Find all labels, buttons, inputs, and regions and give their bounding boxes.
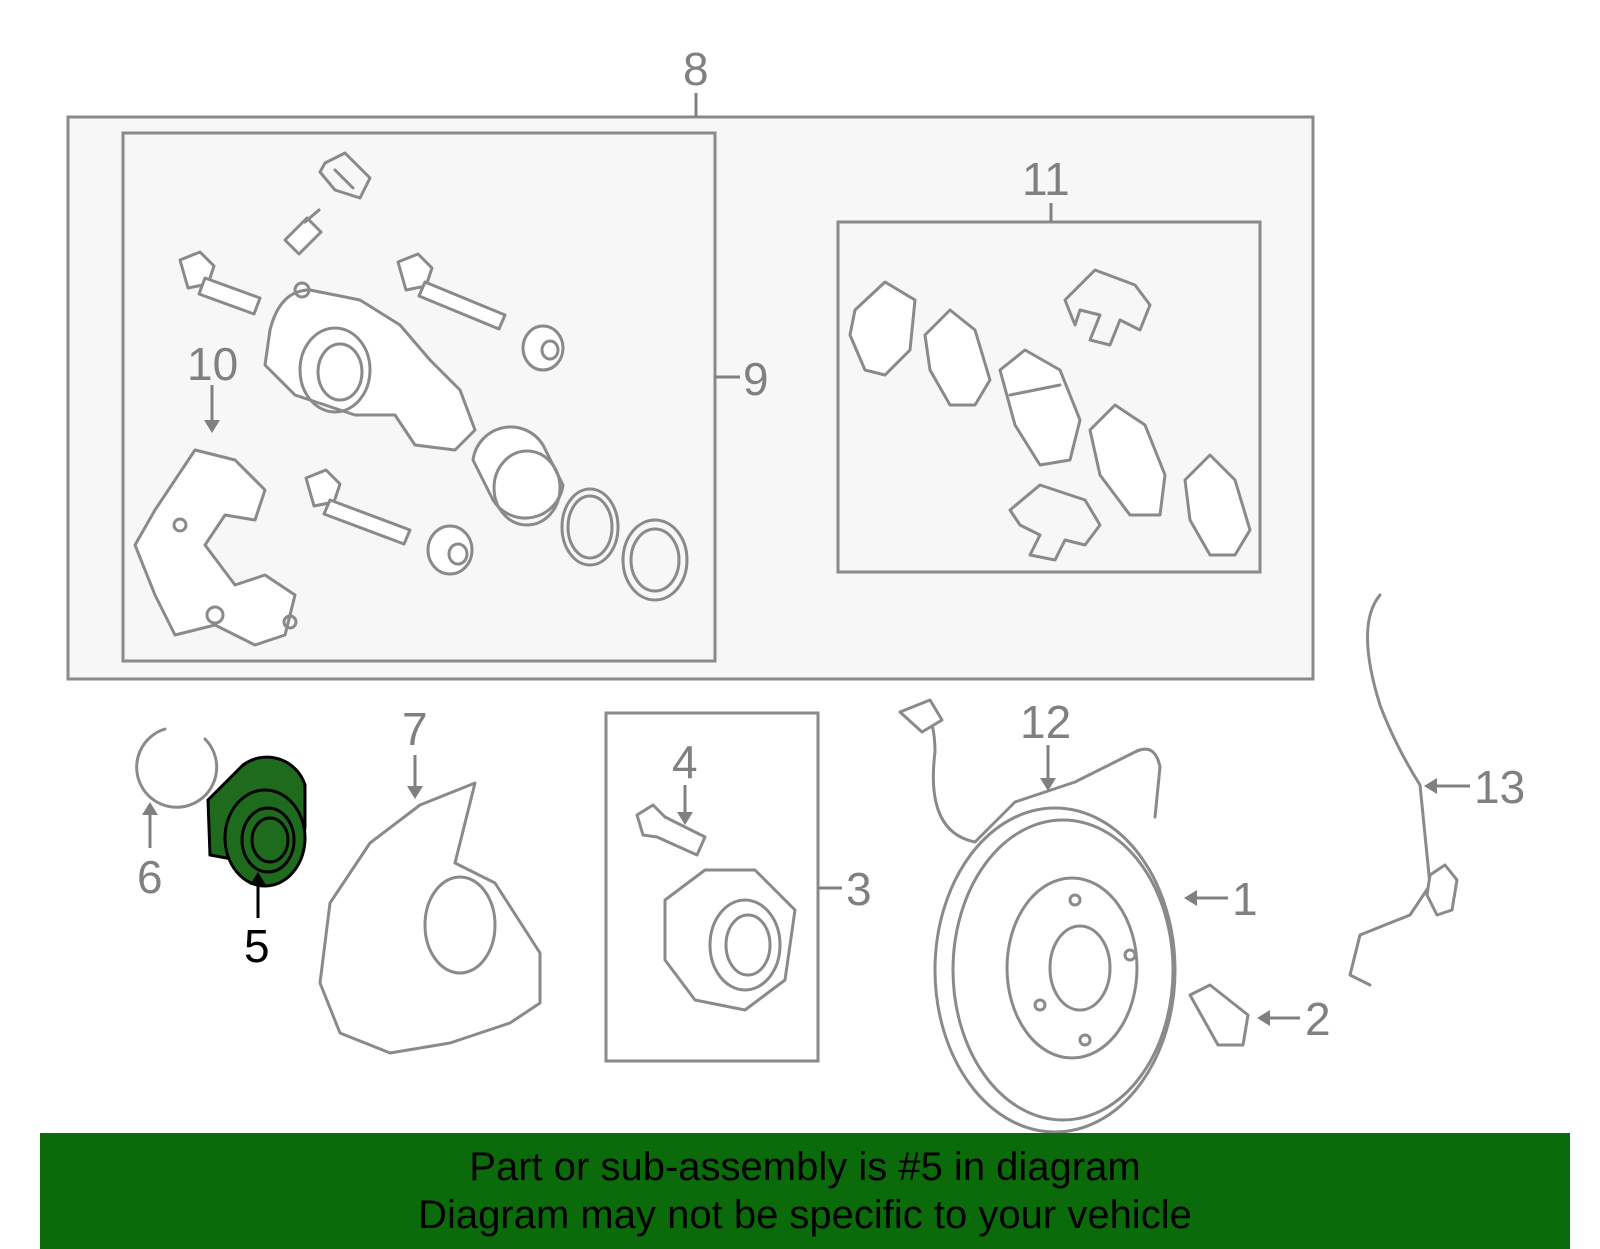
arrow-13 (1424, 778, 1437, 794)
callout-9: 9 (743, 353, 769, 405)
rotor-screw (1188, 983, 1250, 1047)
hub-stud (635, 803, 707, 857)
callout-10: 10 (187, 338, 238, 390)
banner-line-2: Diagram may not be specific to your vehi… (418, 1193, 1192, 1237)
callout-4: 4 (672, 736, 698, 788)
callout-5-highlighted: 5 (244, 920, 270, 972)
hose-bracket (898, 698, 944, 734)
abs-sensor-head (1425, 863, 1459, 917)
dust-shield (318, 781, 542, 1055)
brake-rotor (933, 806, 1177, 1134)
callout-2: 2 (1305, 993, 1331, 1045)
brake-pad-parts (848, 268, 1252, 562)
snap-ring (135, 727, 219, 809)
callout-7: 7 (402, 703, 428, 755)
arrow-10 (204, 420, 220, 433)
callout-12: 12 (1020, 696, 1071, 748)
banner-line-1: Part or sub-assembly is #5 in diagram (469, 1145, 1141, 1189)
arrow-7 (407, 786, 423, 799)
callout-8: 8 (683, 43, 709, 95)
arrow-6 (142, 802, 158, 815)
arrow-5 (250, 872, 266, 885)
wheel-bearing-highlighted (206, 755, 307, 888)
info-banner: Part or sub-assembly is #5 in diagram Di… (40, 1133, 1570, 1249)
arrow-12 (1040, 778, 1056, 791)
callout-3: 3 (846, 863, 872, 915)
callout-13: 13 (1474, 761, 1525, 813)
callout-6: 6 (137, 851, 163, 903)
callout-1: 1 (1232, 873, 1258, 925)
arrow-2 (1257, 1010, 1270, 1026)
caliper-parts (133, 151, 689, 647)
brake-hose (923, 710, 1162, 844)
arrow-1 (1184, 890, 1197, 906)
arrow-4 (677, 812, 693, 825)
abs-sensor-wire (1348, 593, 1432, 987)
callout-11: 11 (1022, 153, 1070, 205)
